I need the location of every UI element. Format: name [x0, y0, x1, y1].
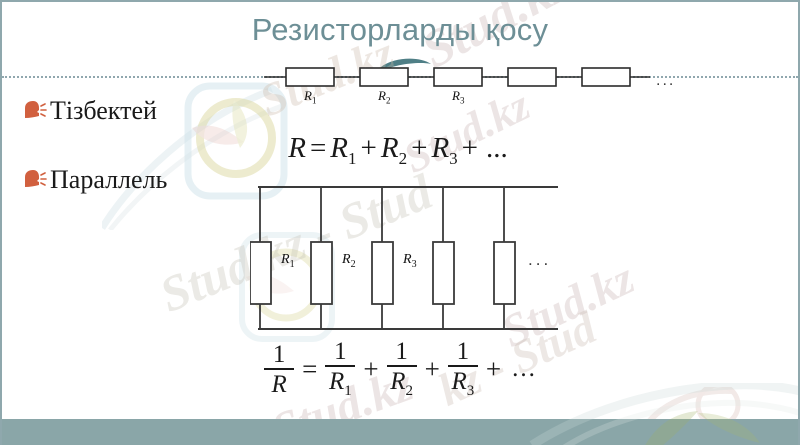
speaker-head-icon [22, 99, 48, 123]
parallel-resistor-label-3: R3 [403, 252, 417, 270]
parallel-resistor-label-1: R1 [281, 252, 295, 270]
series-ellipsis: ... [656, 72, 676, 89]
slide-title: Резисторларды қосу [251, 12, 549, 47]
series-resistor-label-1: R1 [304, 88, 317, 106]
series-resistor-label-2: R2 [378, 88, 391, 106]
speaker-head-icon [22, 168, 48, 192]
series-formula: R=R1+R2+R3+... [288, 132, 508, 168]
plus-sign: + [424, 353, 440, 384]
formula-ellipsis: ... [512, 355, 537, 382]
fraction-bar [264, 367, 295, 370]
plus-sign: + [363, 353, 379, 384]
fraction-lhs: 1 R [264, 342, 295, 397]
series-resistor-label-3: R3 [452, 88, 465, 106]
parallel-ellipsis: ... [528, 250, 552, 269]
parallel-circuit-diagram: R1 R2 R3 ... [249, 182, 570, 337]
fraction-bar [447, 365, 478, 367]
fraction-term-2: 1 R2 [386, 339, 417, 399]
fraction-bar [386, 365, 417, 367]
bullet-label: Тізбектей [50, 96, 157, 125]
parallel-resistor-label-2: R2 [342, 252, 356, 270]
bullet-item-series: Тізбектей [22, 96, 157, 126]
bullet-label: Параллель [50, 165, 168, 194]
equals-sign: = [302, 353, 318, 384]
footer-band [2, 380, 798, 445]
series-circuit-diagram: R1 R2 R3 ... [264, 60, 673, 108]
bullet-item-parallel: Параллель [22, 165, 167, 195]
fraction-bar [325, 365, 356, 367]
plus-sign: + [485, 353, 502, 384]
parallel-formula: 1 R = 1 R1 + 1 R2 + 1 R3 + ... [2, 339, 798, 399]
fraction-term-1: 1 R1 [325, 339, 356, 399]
fraction-term-3: 1 R3 [447, 339, 478, 399]
